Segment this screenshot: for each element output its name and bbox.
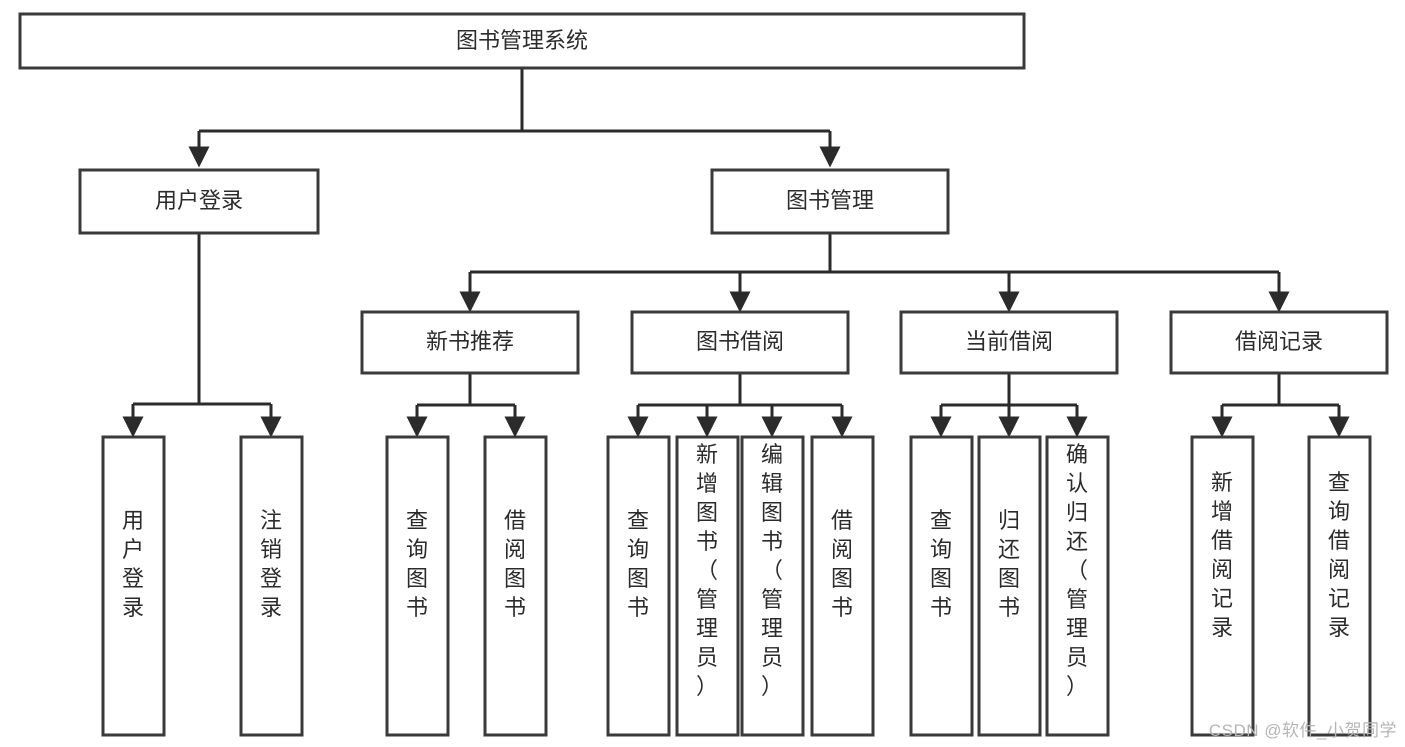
leaf-br-add-record-label: 新增借阅记录 bbox=[1211, 470, 1233, 640]
leaf-cb-query-book-box[interactable] bbox=[909, 435, 974, 737]
leaf-nb-query-book-label: 查询图书 bbox=[406, 508, 428, 620]
leaf-bb-query-book-box[interactable] bbox=[606, 435, 671, 737]
node-book-manage-box[interactable] bbox=[710, 168, 950, 235]
leaf-bb-add-book-label: 新增图书（管理员） bbox=[696, 442, 718, 699]
edges-layer bbox=[122, 68, 1350, 438]
leaf-br-add-record[interactable]: 新增借阅记录 bbox=[1190, 435, 1255, 737]
node-new-book-label: 新书推荐 bbox=[426, 329, 514, 354]
leaf-cb-confirm-return-label: 确认归还（管理员） bbox=[1066, 442, 1088, 699]
leaf-nb-borrow-book[interactable]: 借阅图书 bbox=[483, 435, 548, 737]
leaf-bb-query-book-label: 查询图书 bbox=[627, 508, 649, 620]
leaf-nb-borrow-book-label: 借阅图书 bbox=[504, 508, 526, 620]
leaf-logout-box[interactable] bbox=[239, 435, 304, 737]
leaf-user-login-box[interactable] bbox=[101, 435, 166, 737]
leaf-bb-edit-book-box[interactable] bbox=[740, 435, 805, 737]
node-user-login-label: 用户登录 bbox=[155, 188, 243, 213]
leaf-logout[interactable]: 注销登录 bbox=[239, 435, 304, 737]
leaf-cb-return-book-box[interactable] bbox=[977, 435, 1042, 737]
node-borrow-record[interactable]: 借阅记录 bbox=[1169, 310, 1389, 375]
leaf-bb-edit-book-label: 编辑图书（管理员） bbox=[761, 442, 783, 699]
leaf-user-login[interactable]: 用户登录 bbox=[101, 435, 166, 737]
node-current-borrow-box[interactable] bbox=[899, 310, 1119, 375]
leaf-nb-query-book-box[interactable] bbox=[385, 435, 450, 737]
node-new-book[interactable]: 新书推荐 bbox=[360, 310, 580, 375]
leaf-br-query-record[interactable]: 查询借阅记录 bbox=[1307, 435, 1372, 737]
node-book-manage-label: 图书管理 bbox=[786, 188, 874, 213]
node-book-borrow[interactable]: 图书借阅 bbox=[630, 310, 850, 375]
leaf-nb-borrow-book-box[interactable] bbox=[483, 435, 548, 737]
leaf-cb-return-book-label: 归还图书 bbox=[998, 508, 1020, 620]
leaf-br-query-record-label: 查询借阅记录 bbox=[1328, 470, 1350, 640]
node-borrow-record-box[interactable] bbox=[1169, 310, 1389, 375]
node-current-borrow-label: 当前借阅 bbox=[965, 329, 1053, 354]
leaf-bb-query-book[interactable]: 查询图书 bbox=[606, 435, 671, 737]
node-borrow-record-label: 借阅记录 bbox=[1235, 329, 1323, 354]
leaf-logout-label: 注销登录 bbox=[260, 508, 282, 620]
leaf-user-login-label: 用户登录 bbox=[122, 508, 144, 620]
node-book-manage[interactable]: 图书管理 bbox=[710, 168, 950, 235]
leaf-nb-query-book[interactable]: 查询图书 bbox=[385, 435, 450, 737]
node-new-book-box[interactable] bbox=[360, 310, 580, 375]
leaf-cb-query-book[interactable]: 查询图书 bbox=[909, 435, 974, 737]
leaf-cb-return-book[interactable]: 归还图书 bbox=[977, 435, 1042, 737]
node-user-login-box[interactable] bbox=[78, 168, 320, 235]
node-root[interactable]: 图书管理系统 bbox=[18, 12, 1026, 70]
node-root-label: 图书管理系统 bbox=[456, 28, 588, 53]
node-current-borrow[interactable]: 当前借阅 bbox=[899, 310, 1119, 375]
leaf-cb-confirm-return[interactable]: 确认归还（管理员） bbox=[1045, 435, 1110, 737]
leaf-bb-add-book-box[interactable] bbox=[675, 435, 740, 737]
leaf-bb-borrow-book[interactable]: 借阅图书 bbox=[810, 435, 875, 737]
leaf-bb-borrow-book-box[interactable] bbox=[810, 435, 875, 737]
leaf-cb-query-book-label: 查询图书 bbox=[930, 508, 952, 620]
node-root-box[interactable] bbox=[18, 12, 1026, 70]
leaf-br-add-record-box[interactable] bbox=[1190, 435, 1255, 737]
node-book-borrow-label: 图书借阅 bbox=[696, 329, 784, 354]
leaf-bb-add-book[interactable]: 新增图书（管理员） bbox=[675, 435, 740, 737]
leaf-br-query-record-box[interactable] bbox=[1307, 435, 1372, 737]
node-book-borrow-box[interactable] bbox=[630, 310, 850, 375]
leaf-bb-borrow-book-label: 借阅图书 bbox=[831, 508, 853, 620]
leaf-bb-edit-book[interactable]: 编辑图书（管理员） bbox=[740, 435, 805, 737]
node-user-login[interactable]: 用户登录 bbox=[78, 168, 320, 235]
leaf-cb-confirm-return-box[interactable] bbox=[1045, 435, 1110, 737]
